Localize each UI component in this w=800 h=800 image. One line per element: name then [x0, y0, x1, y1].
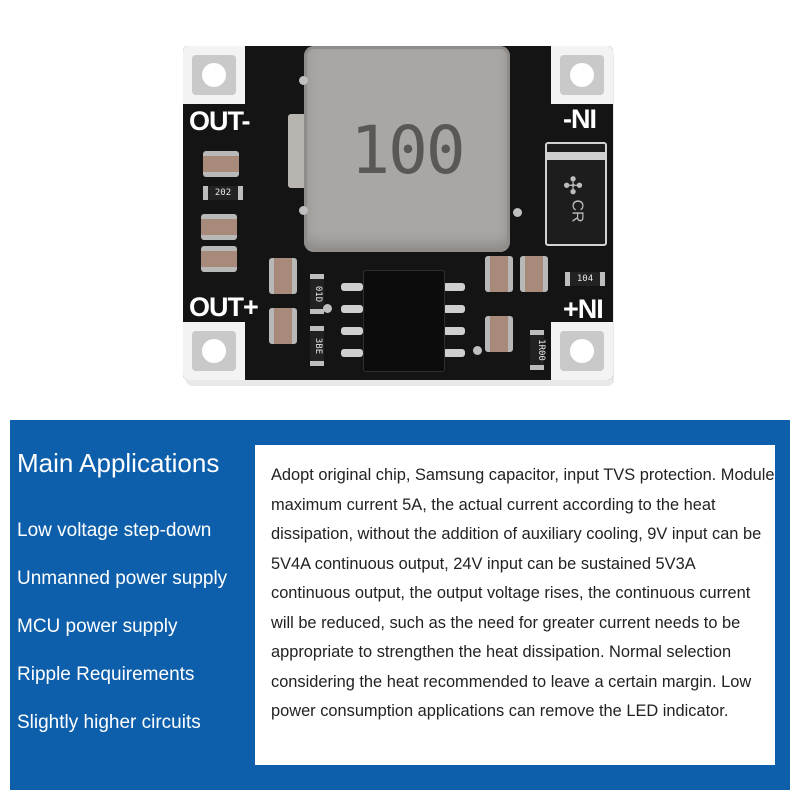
list-item: Slightly higher circuits: [17, 712, 201, 733]
resistor-01d: 01D: [310, 274, 324, 314]
info-panel: Main Applications Low voltage step-down …: [10, 420, 790, 790]
resistor-104: 104: [565, 272, 605, 286]
chip-pin: [341, 305, 363, 313]
tvs-diode: ✣ CR: [545, 142, 607, 246]
via: [299, 206, 308, 215]
applications-list: Low voltage step-down Unmanned power sup…: [17, 520, 227, 760]
chip-pin: [341, 283, 363, 291]
list-item: Low voltage step-down: [17, 520, 212, 541]
chip-pin: [443, 349, 465, 357]
description-box: Adopt original chip, Samsung capacitor, …: [255, 445, 775, 765]
label-out-plus: OUT+: [189, 292, 259, 322]
chip-pin: [443, 327, 465, 335]
converter-ic: [363, 270, 445, 372]
diode-marking: CR: [568, 199, 586, 223]
via: [299, 76, 308, 85]
capacitor: [485, 256, 513, 292]
pcb-board: OUT- -NI OUT+ +NI 100 ✣ CR 202 01D 3BE: [183, 46, 613, 380]
capacitor: [201, 246, 237, 272]
via: [473, 346, 482, 355]
inductor-marking: 100: [350, 112, 465, 189]
resistor-3be: 3BE: [310, 326, 324, 366]
capacitor: [520, 256, 548, 292]
diode-logo-icon: ✣: [563, 173, 584, 200]
list-item: Unmanned power supply: [17, 568, 228, 589]
product-photo: OUT- -NI OUT+ +NI 100 ✣ CR 202 01D 3BE: [183, 46, 614, 386]
label-in-plus: +NI: [563, 294, 604, 324]
via: [513, 208, 522, 217]
resistor-1r00: 1R00: [530, 330, 546, 370]
mounting-pad-bottom-right: [551, 322, 613, 380]
list-item: MCU power supply: [17, 616, 178, 637]
chip-pin: [443, 283, 465, 291]
panel-title: Main Applications: [17, 448, 220, 478]
list-item: Ripple Requirements: [17, 664, 195, 685]
chip-pin: [341, 327, 363, 335]
label-in-minus: -NI: [563, 104, 597, 134]
description-text: Adopt original chip, Samsung capacitor, …: [271, 466, 775, 720]
capacitor: [201, 214, 237, 240]
via: [323, 304, 332, 313]
label-out-minus: OUT-: [189, 106, 250, 136]
capacitor: [485, 316, 513, 352]
chip-pin: [443, 305, 465, 313]
capacitor: [269, 258, 297, 294]
inductor: 100: [304, 46, 510, 252]
chip-pin: [341, 349, 363, 357]
capacitor: [269, 308, 297, 344]
mounting-pad-top-left: [183, 46, 245, 104]
mounting-pad-bottom-left: [183, 322, 245, 380]
resistor-202: 202: [203, 186, 243, 200]
mounting-pad-top-right: [551, 46, 613, 104]
led-indicator: [203, 151, 239, 177]
